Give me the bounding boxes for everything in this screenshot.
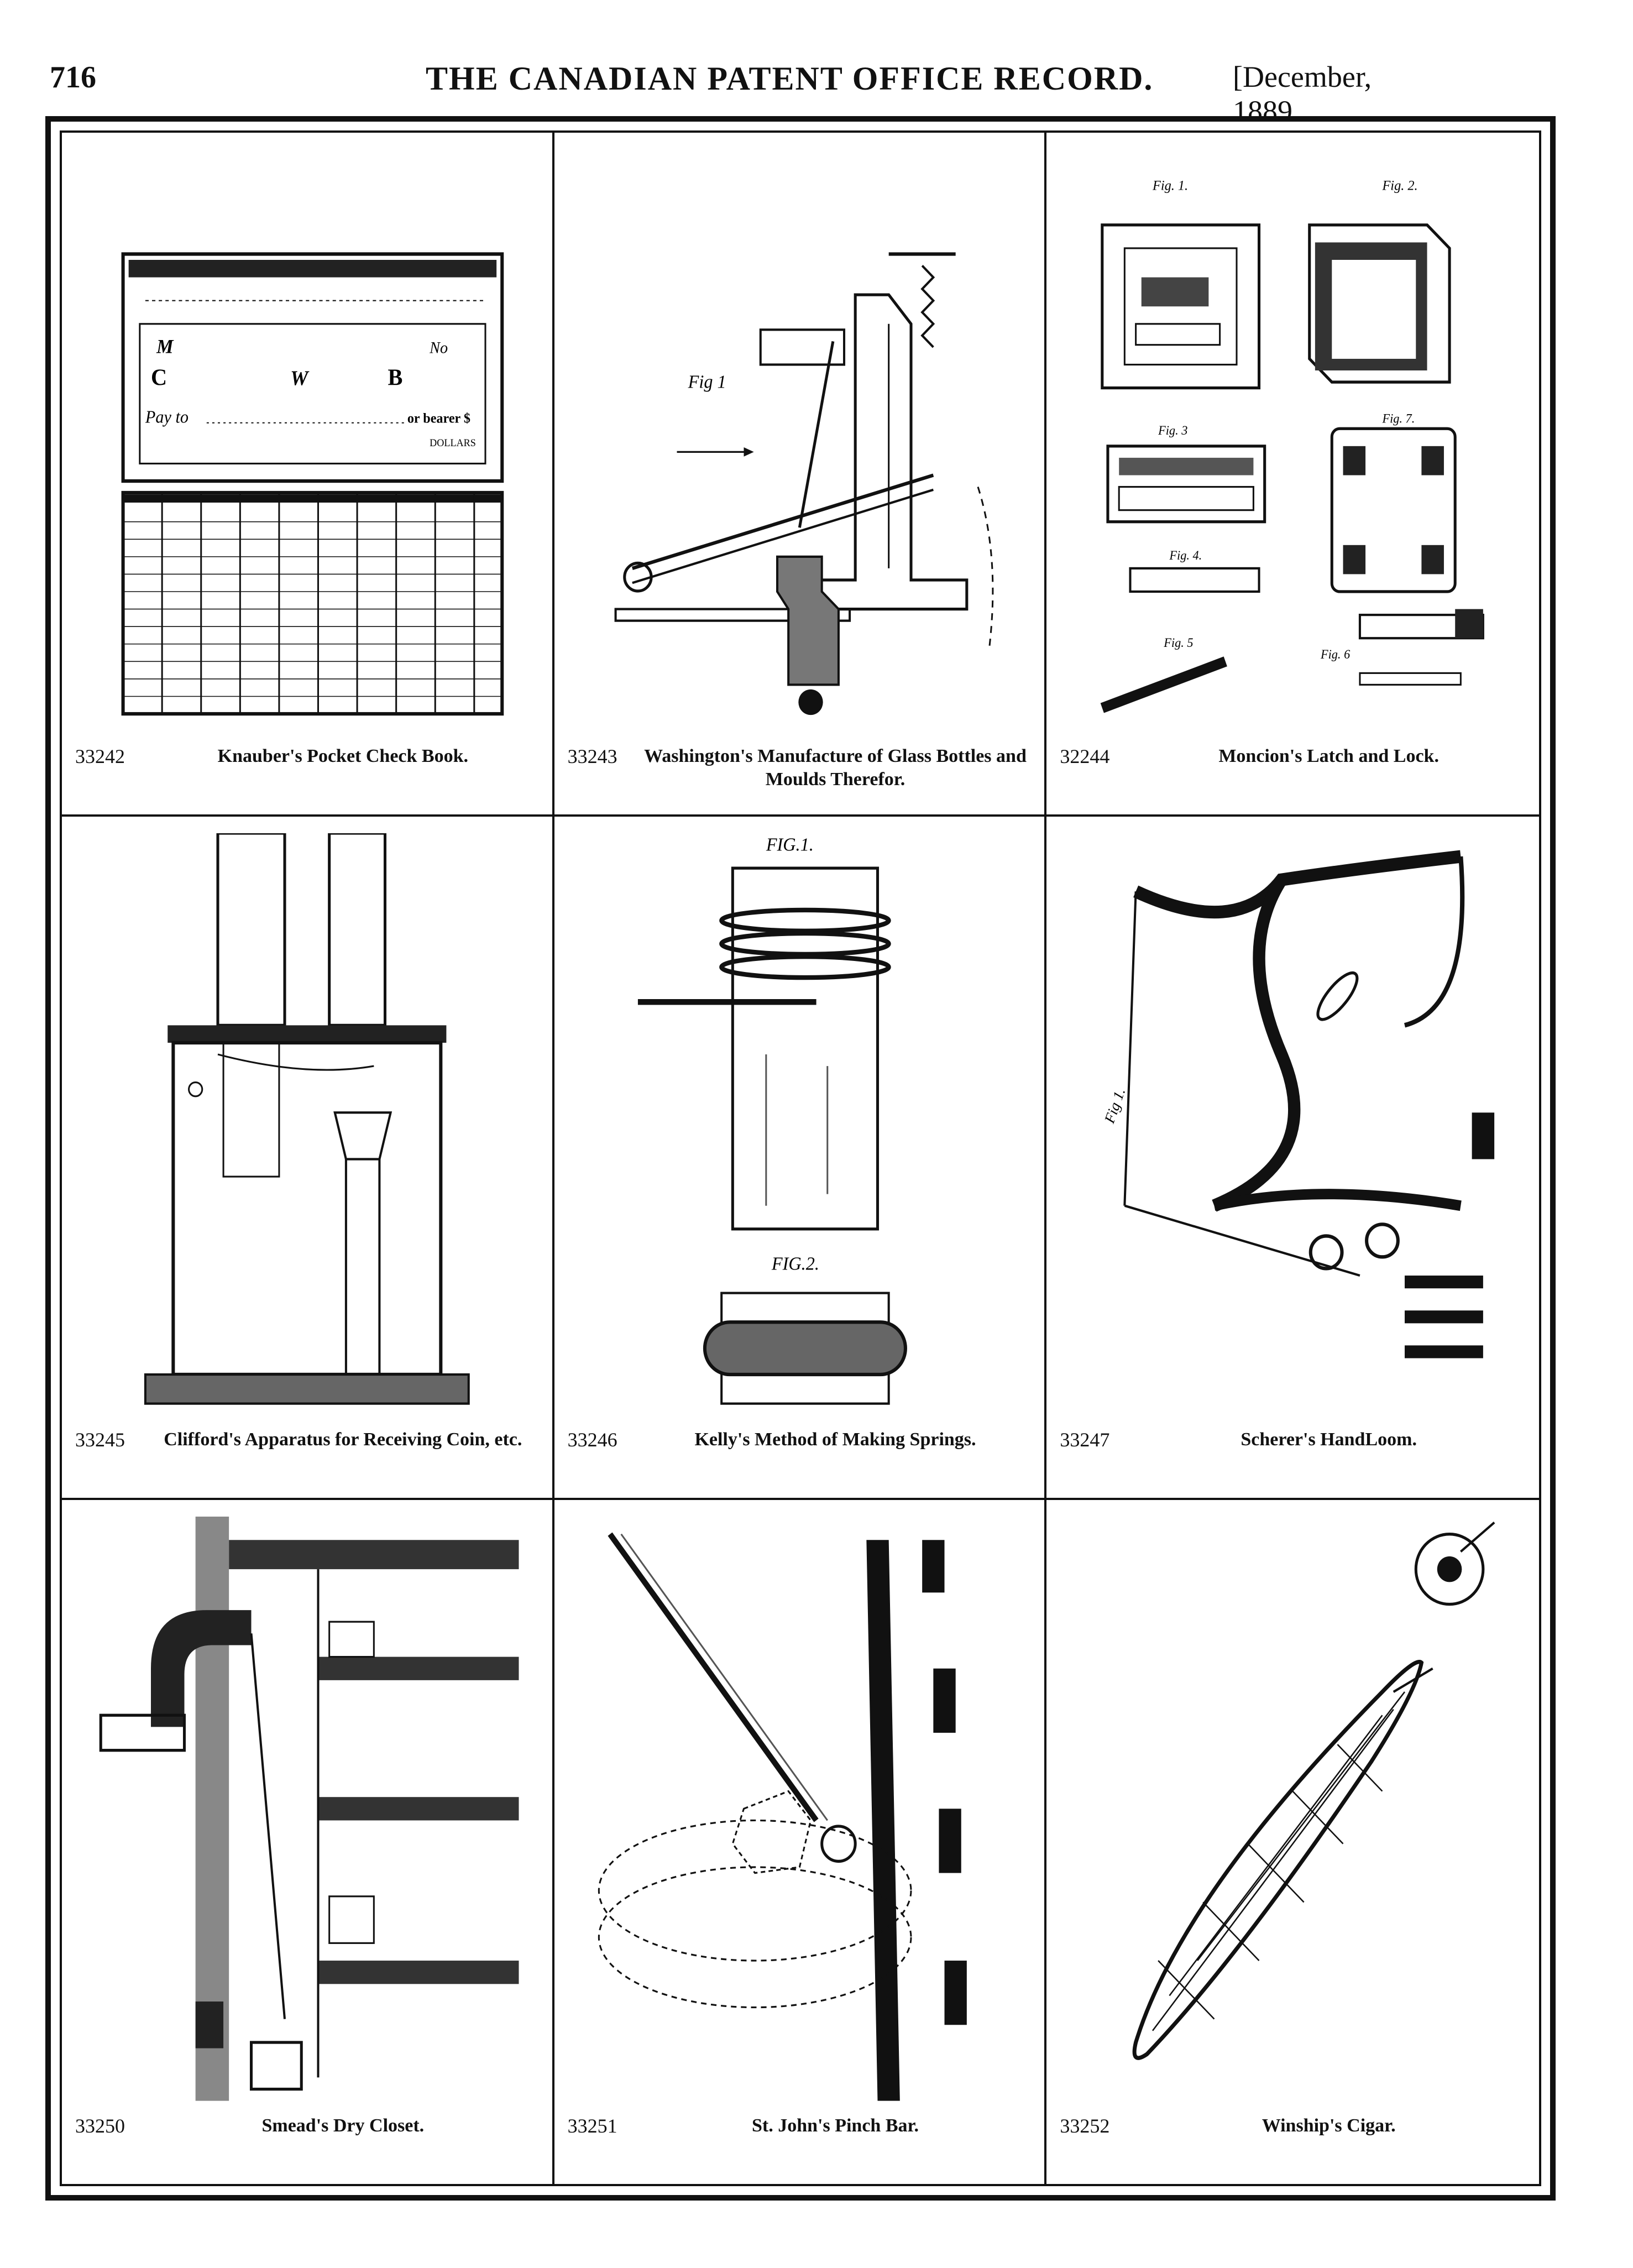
pinch-bar-drawing [577,1517,1023,2101]
lock-fig7-label: Fig. 7. [1382,411,1415,425]
patent-title: Clifford's Apparatus for Receiving Coin,… [164,1429,522,1450]
patent-caption-33242: 33242 Knauber's Pocket Check Book. [75,740,539,801]
patent-number: 33247 [1060,1429,1110,1451]
lock-fig3-label: Fig. 3 [1158,423,1187,437]
patent-number: 33243 [567,745,617,767]
patent-caption-32244: 32244 Moncion's Latch and Lock. [1060,740,1526,801]
patent-caption-33247: 33247 Scherer's HandLoom. [1060,1424,1526,1485]
check-label-no: No [429,339,448,357]
patent-number: 33252 [1060,2114,1110,2137]
springs-drawing: FIG.1. FIG.2. [577,833,1023,1415]
page-header: 716 THE CANADIAN PATENT OFFICE RECORD. [… [50,60,1432,128]
cigar-drawing [1069,1517,1517,2101]
check-label-pay-to: Pay to [145,407,189,427]
issue-date: [December, 1889. [1233,60,1372,128]
patent-title: Moncion's Latch and Lock. [1218,745,1439,766]
patent-number: 33250 [75,2114,125,2137]
patent-number: 32244 [1060,745,1110,767]
patent-number: 33251 [567,2114,617,2137]
patent-title: Knauber's Pocket Check Book. [217,745,468,766]
page-number: 716 [50,60,96,95]
check-book-drawing: M No C W B Pay to or bearer $ DOLLARS [84,149,530,731]
patent-caption-33246: 33246 Kelly's Method of Making Springs. [568,1424,1032,1485]
check-label-m: M [156,336,174,358]
patent-cell-33252: 33252 Winship's Cigar. [1046,1500,1539,2184]
latch-lock-drawing: Fig. 1. Fig. 2. Fig. 3 Fig. 7. [1069,149,1517,731]
check-label-dollars: DOLLARS [430,437,476,449]
plate-frame-inner: M No C W B Pay to or bearer $ DOLLARS [60,130,1541,2186]
patent-caption-33250: 33250 Smead's Dry Closet. [75,2110,539,2171]
spring-fig1-label: FIG.1. [766,835,814,855]
dry-closet-drawing [84,1517,530,2101]
patent-title: St. John's Pinch Bar. [751,2115,919,2136]
patent-number: 33245 [75,1429,125,1451]
hand-loom-drawing: Fig 1. [1069,833,1517,1415]
patent-title: Kelly's Method of Making Springs. [694,1429,976,1450]
patent-cell-33246: FIG.1. FIG.2. [554,816,1047,1501]
patent-caption-33251: 33251 St. John's Pinch Bar. [568,2110,1032,2171]
patent-caption-33245: 33245 Clifford's Apparatus for Receiving… [75,1424,539,1485]
lock-fig6-label: Fig. 6 [1320,647,1351,661]
patent-title: Scherer's HandLoom. [1241,1429,1417,1450]
check-label-c: C [151,364,167,390]
patent-caption-33252: 33252 Winship's Cigar. [1060,2110,1526,2171]
patent-title: Washington's Manufacture of Glass Bottle… [644,745,1027,790]
journal-title: THE CANADIAN PATENT OFFICE RECORD. [426,60,1154,97]
spring-fig2-label: FIG.2. [771,1254,819,1274]
lock-fig1-label: Fig. 1. [1152,178,1188,194]
patent-cell-33251: 33251 St. John's Pinch Bar. [554,1500,1047,2184]
patent-cell-33242: M No C W B Pay to or bearer $ DOLLARS [62,133,554,817]
plate-frame: M No C W B Pay to or bearer $ DOLLARS [45,116,1556,2201]
lock-fig4-label: Fig. 4. [1169,548,1202,562]
coin-apparatus-drawing [84,832,530,1415]
glass-bottle-machine-drawing: Fig 1 [577,149,1023,731]
check-label-b: B [388,364,403,390]
patent-cell-32244: Fig. 1. Fig. 2. Fig. 3 Fig. 7. [1046,133,1539,817]
check-label-w: W [290,367,310,390]
patent-title: Winship's Cigar. [1262,2115,1396,2136]
patent-caption-33243: 33243 Washington's Manufacture of Glass … [568,740,1032,801]
patent-cell-33247: Fig 1. [1046,817,1539,1501]
loom-fig-label: Fig 1. [1101,1085,1129,1126]
patent-cell-33243: Fig 1 [554,133,1047,817]
patent-grid: M No C W B Pay to or bearer $ DOLLARS [62,133,1539,2184]
patent-cell-33250: 33250 Smead's Dry Closet. [62,1500,554,2184]
fig1-label: Fig 1 [687,372,726,393]
patent-number: 33242 [75,745,125,767]
lock-fig2-label: Fig. 2. [1382,178,1418,194]
patent-number: 33246 [567,1429,617,1451]
lock-fig5-label: Fig. 5 [1164,636,1194,650]
patent-title: Smead's Dry Closet. [261,2115,425,2136]
check-label-bearer: or bearer $ [407,411,470,426]
patent-cell-33245: 33245 Clifford's Apparatus for Receiving… [62,816,554,1501]
